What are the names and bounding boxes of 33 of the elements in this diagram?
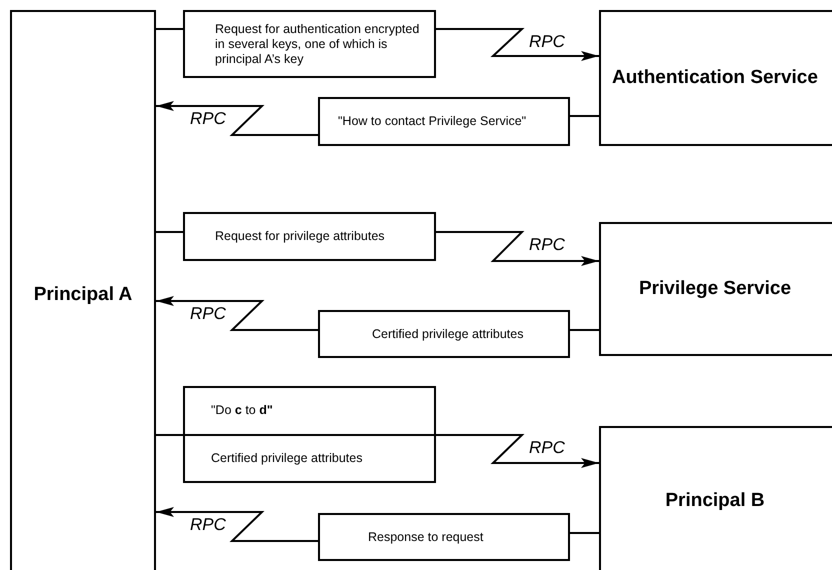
message-box <box>318 513 570 561</box>
entity-box <box>599 426 832 570</box>
message-text: Certified privilege attributes <box>211 450 362 466</box>
entity-name: Authentication Service <box>611 67 819 89</box>
entity-name: Privilege Service <box>638 278 792 300</box>
rpc-arrow <box>436 434 599 468</box>
message-text: "Do c to d" <box>211 403 273 418</box>
message-text: "How to contact Privilege Service" <box>337 114 528 129</box>
message-box <box>183 386 436 483</box>
message-text: Request for authentication encrypted in several keys, one of which is principal A’s key <box>214 22 420 66</box>
connector-line <box>570 115 599 117</box>
rpc-arrow <box>436 28 599 61</box>
rpc-arrow <box>156 101 318 136</box>
message-text: Certified privilege attributes <box>371 326 524 342</box>
message-text: Request for privilege attributes <box>214 229 386 244</box>
rpc-arrow <box>436 231 599 266</box>
entity-box <box>10 10 156 570</box>
connector-line <box>156 231 183 233</box>
connector-line <box>156 28 183 30</box>
connector-line <box>156 434 183 436</box>
message-box <box>183 212 436 261</box>
rpc-arrow <box>156 507 318 542</box>
connector-line <box>570 532 599 534</box>
entity-name: Principal B <box>664 490 766 512</box>
entity-box <box>599 10 832 146</box>
message-text: Response to request <box>367 530 484 544</box>
connector-line <box>570 329 599 331</box>
entity-name: Principal A <box>32 284 134 306</box>
entity-box <box>599 222 832 356</box>
rpc-arrow <box>156 296 318 331</box>
message-box <box>183 10 436 78</box>
message-box <box>318 97 570 146</box>
message-box <box>318 310 570 358</box>
